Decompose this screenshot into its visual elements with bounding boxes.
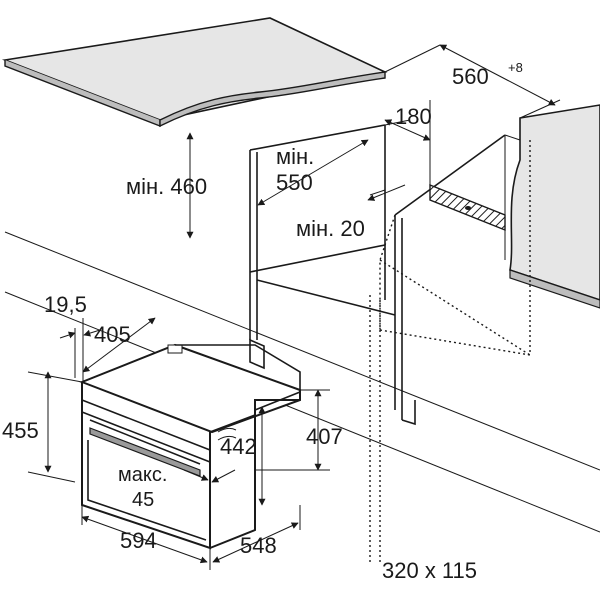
- hidden-edges: [369, 140, 531, 565]
- label-594: 594: [120, 528, 157, 553]
- label-depth-top: 560: [452, 64, 489, 89]
- label-455: 455: [2, 418, 39, 443]
- worktop-left: [1, 17, 388, 128]
- label-407: 407: [306, 424, 343, 449]
- label-max-a: макс.: [118, 464, 167, 486]
- appliance: [79, 343, 301, 550]
- label-depth-top-tolerance: +8: [508, 60, 523, 75]
- worktop-right: [509, 104, 600, 309]
- label-548: 548: [240, 533, 277, 558]
- dimension-lines: [27, 44, 561, 570]
- label-max-b: 45: [132, 489, 154, 511]
- label-min-550-b: 550: [276, 170, 313, 195]
- dimension-labels: 560 +8 180 мін. 460 мін. 550 мін. 20 19,…: [2, 60, 523, 583]
- label-min-20: мін. 20: [296, 216, 365, 241]
- label-min-550-a: мін.: [276, 144, 314, 169]
- label-19-5: 19,5: [44, 292, 87, 317]
- label-442: 442: [220, 434, 257, 459]
- label-gap-180: 180: [395, 104, 432, 129]
- label-vent-opening: 320 x 115: [382, 558, 477, 583]
- label-min-460: мін. 460: [126, 174, 207, 199]
- label-405: 405: [94, 322, 131, 347]
